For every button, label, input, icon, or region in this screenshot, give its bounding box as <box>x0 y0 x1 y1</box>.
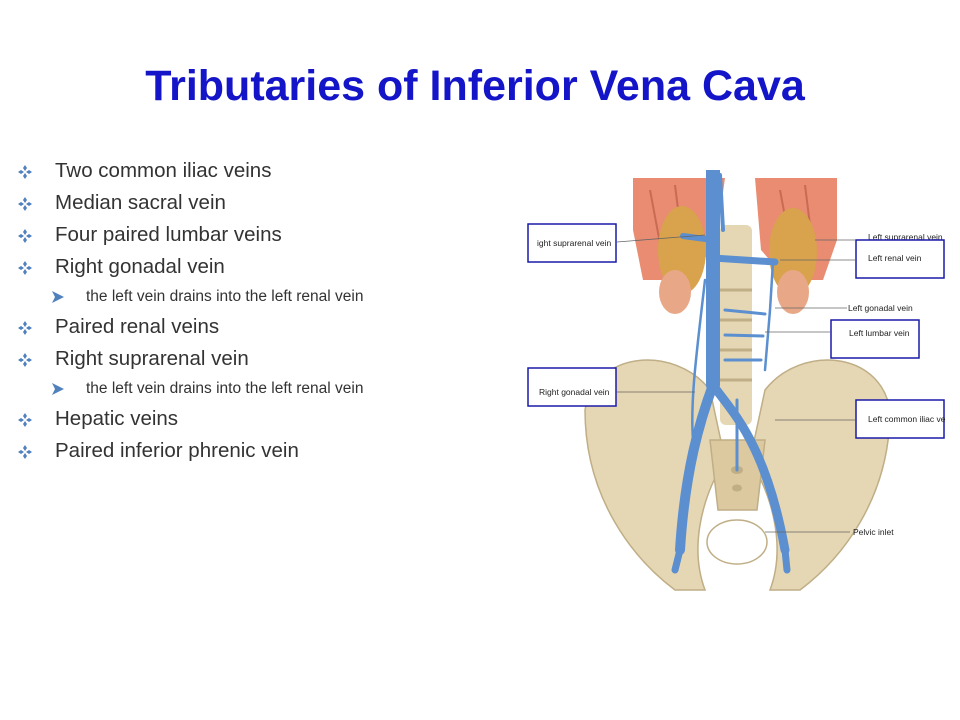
bullet-text: Median sacral vein <box>55 191 226 214</box>
bullet-text: Four paired lumbar veins <box>55 223 282 246</box>
bullet-text: Right gonadal vein <box>55 255 225 278</box>
arrow-bullet-icon <box>52 383 64 395</box>
label-box <box>830 319 920 359</box>
bullet-list: Two common iliac veins Median sacral vei… <box>18 155 508 467</box>
label-box <box>527 223 617 263</box>
diamond-bullet-icon <box>18 353 32 367</box>
diamond-bullet-icon <box>18 229 32 243</box>
bullet-text: Right suprarenal vein <box>55 347 249 370</box>
label-left-common-iliac-vein: Left common iliac ve <box>868 414 946 424</box>
label-left-lumbar-vein: Left lumbar vein <box>849 328 910 338</box>
label-box <box>855 239 945 279</box>
ivc-anatomy-figure: ight suprarenal vein Left suprarenal vei… <box>525 170 950 600</box>
label-left-renal-vein: Left renal vein <box>868 253 922 263</box>
kidneys <box>658 206 817 314</box>
label-box <box>527 367 617 407</box>
sub-bullet-item: the left vein drains into the left renal… <box>18 283 508 311</box>
sub-bullet-text: the left vein drains into the left renal… <box>86 288 364 305</box>
bullet-text: Hepatic veins <box>55 407 179 430</box>
bullet-text: Two common iliac veins <box>55 159 272 182</box>
bullet-item: Two common iliac veins <box>18 155 508 187</box>
sub-bullet-item: the left vein drains into the left renal… <box>18 375 508 403</box>
bullet-item: Paired inferior phrenic vein <box>18 435 508 467</box>
label-right-suprarenal-vein: ight suprarenal vein <box>537 238 611 248</box>
diamond-bullet-icon <box>18 445 32 459</box>
bullet-text: Paired renal veins <box>55 315 220 338</box>
label-right-gonadal-vein: Right gonadal vein <box>539 387 610 397</box>
slide-title: Tributaries of Inferior Vena Cava <box>145 62 805 110</box>
diamond-bullet-icon <box>18 413 32 427</box>
bullet-item: Right suprarenal vein <box>18 343 508 375</box>
label-left-gonadal-vein: Left gonadal vein <box>848 303 913 313</box>
bullet-item: Four paired lumbar veins <box>18 219 508 251</box>
sub-bullet-text: the left vein drains into the left renal… <box>86 380 364 397</box>
bullet-item: Right gonadal vein <box>18 251 508 283</box>
anatomy-illustration: ight suprarenal vein Left suprarenal vei… <box>527 170 946 591</box>
diamond-bullet-icon <box>18 261 32 275</box>
label-box <box>855 399 945 439</box>
diamond-bullet-icon <box>18 165 32 179</box>
label-pelvic-inlet: Pelvic inlet <box>853 527 894 537</box>
diamond-bullet-icon <box>18 321 32 335</box>
leader-lines <box>616 234 855 533</box>
bullet-item: Median sacral vein <box>18 187 508 219</box>
arrow-bullet-icon <box>52 291 64 303</box>
diamond-bullet-icon <box>18 197 32 211</box>
figure-labels: ight suprarenal vein Left suprarenal vei… <box>527 223 946 537</box>
bullet-text: Paired inferior phrenic vein <box>55 439 299 462</box>
bullet-item: Paired renal veins <box>18 311 508 343</box>
label-left-suprarenal-vein: Left suprarenal vein <box>868 232 943 242</box>
veins <box>671 170 791 574</box>
bullet-item: Hepatic veins <box>18 403 508 435</box>
